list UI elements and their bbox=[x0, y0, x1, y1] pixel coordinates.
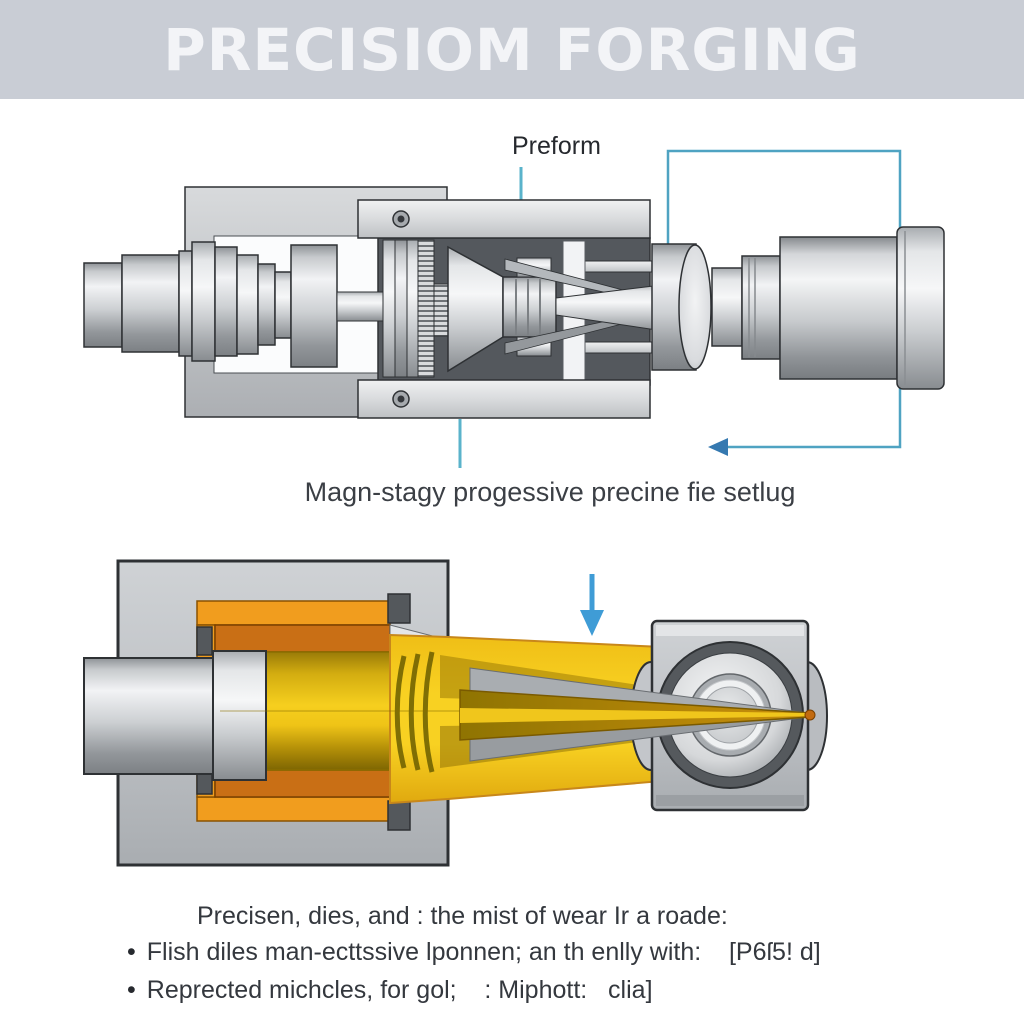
upper-forging-diagram bbox=[83, 186, 945, 419]
bullet-icon: • bbox=[127, 976, 136, 1004]
output-shaft bbox=[651, 226, 945, 390]
note-item-text: Flish diles man-ecttssive lponnen; an th… bbox=[146, 938, 821, 966]
note-item-text: Reprected michcles, for gol; : Miphott: … bbox=[146, 976, 653, 1004]
extrusion-taper bbox=[220, 667, 816, 762]
serrated-hub bbox=[433, 283, 449, 337]
end-disc bbox=[896, 226, 945, 390]
annotation-lines bbox=[458, 149, 902, 636]
stage-caption: Magn-stagy progessive precine fie setlug bbox=[304, 477, 796, 507]
notes-intro: Precisen, dies, and : the mist of wear I… bbox=[197, 902, 728, 930]
stage-bracket bbox=[666, 149, 902, 449]
die-inserts bbox=[382, 239, 671, 378]
constriction-ribs bbox=[394, 651, 435, 773]
note-item: • Reprected michcles, for gol; : Miphott… bbox=[127, 976, 653, 1005]
serrated-ring bbox=[417, 239, 435, 378]
die-holder-plates bbox=[357, 199, 651, 419]
punch-shaft bbox=[83, 241, 385, 368]
left-arrowhead-icon bbox=[708, 438, 728, 456]
down-arrowhead-icon bbox=[580, 610, 604, 636]
bullet-icon: • bbox=[127, 938, 136, 966]
lower-forging-diagram bbox=[83, 559, 828, 867]
preform-label: Preform bbox=[512, 132, 601, 160]
title-banner: PRECISIOM FORGING bbox=[0, 0, 1024, 99]
extrusion-tip bbox=[804, 709, 816, 721]
punch bbox=[83, 650, 267, 781]
note-item: • Flish diles man-ecttssive lponnen; an … bbox=[127, 938, 821, 967]
page-title: PRECISIOM FORGING bbox=[163, 15, 861, 84]
